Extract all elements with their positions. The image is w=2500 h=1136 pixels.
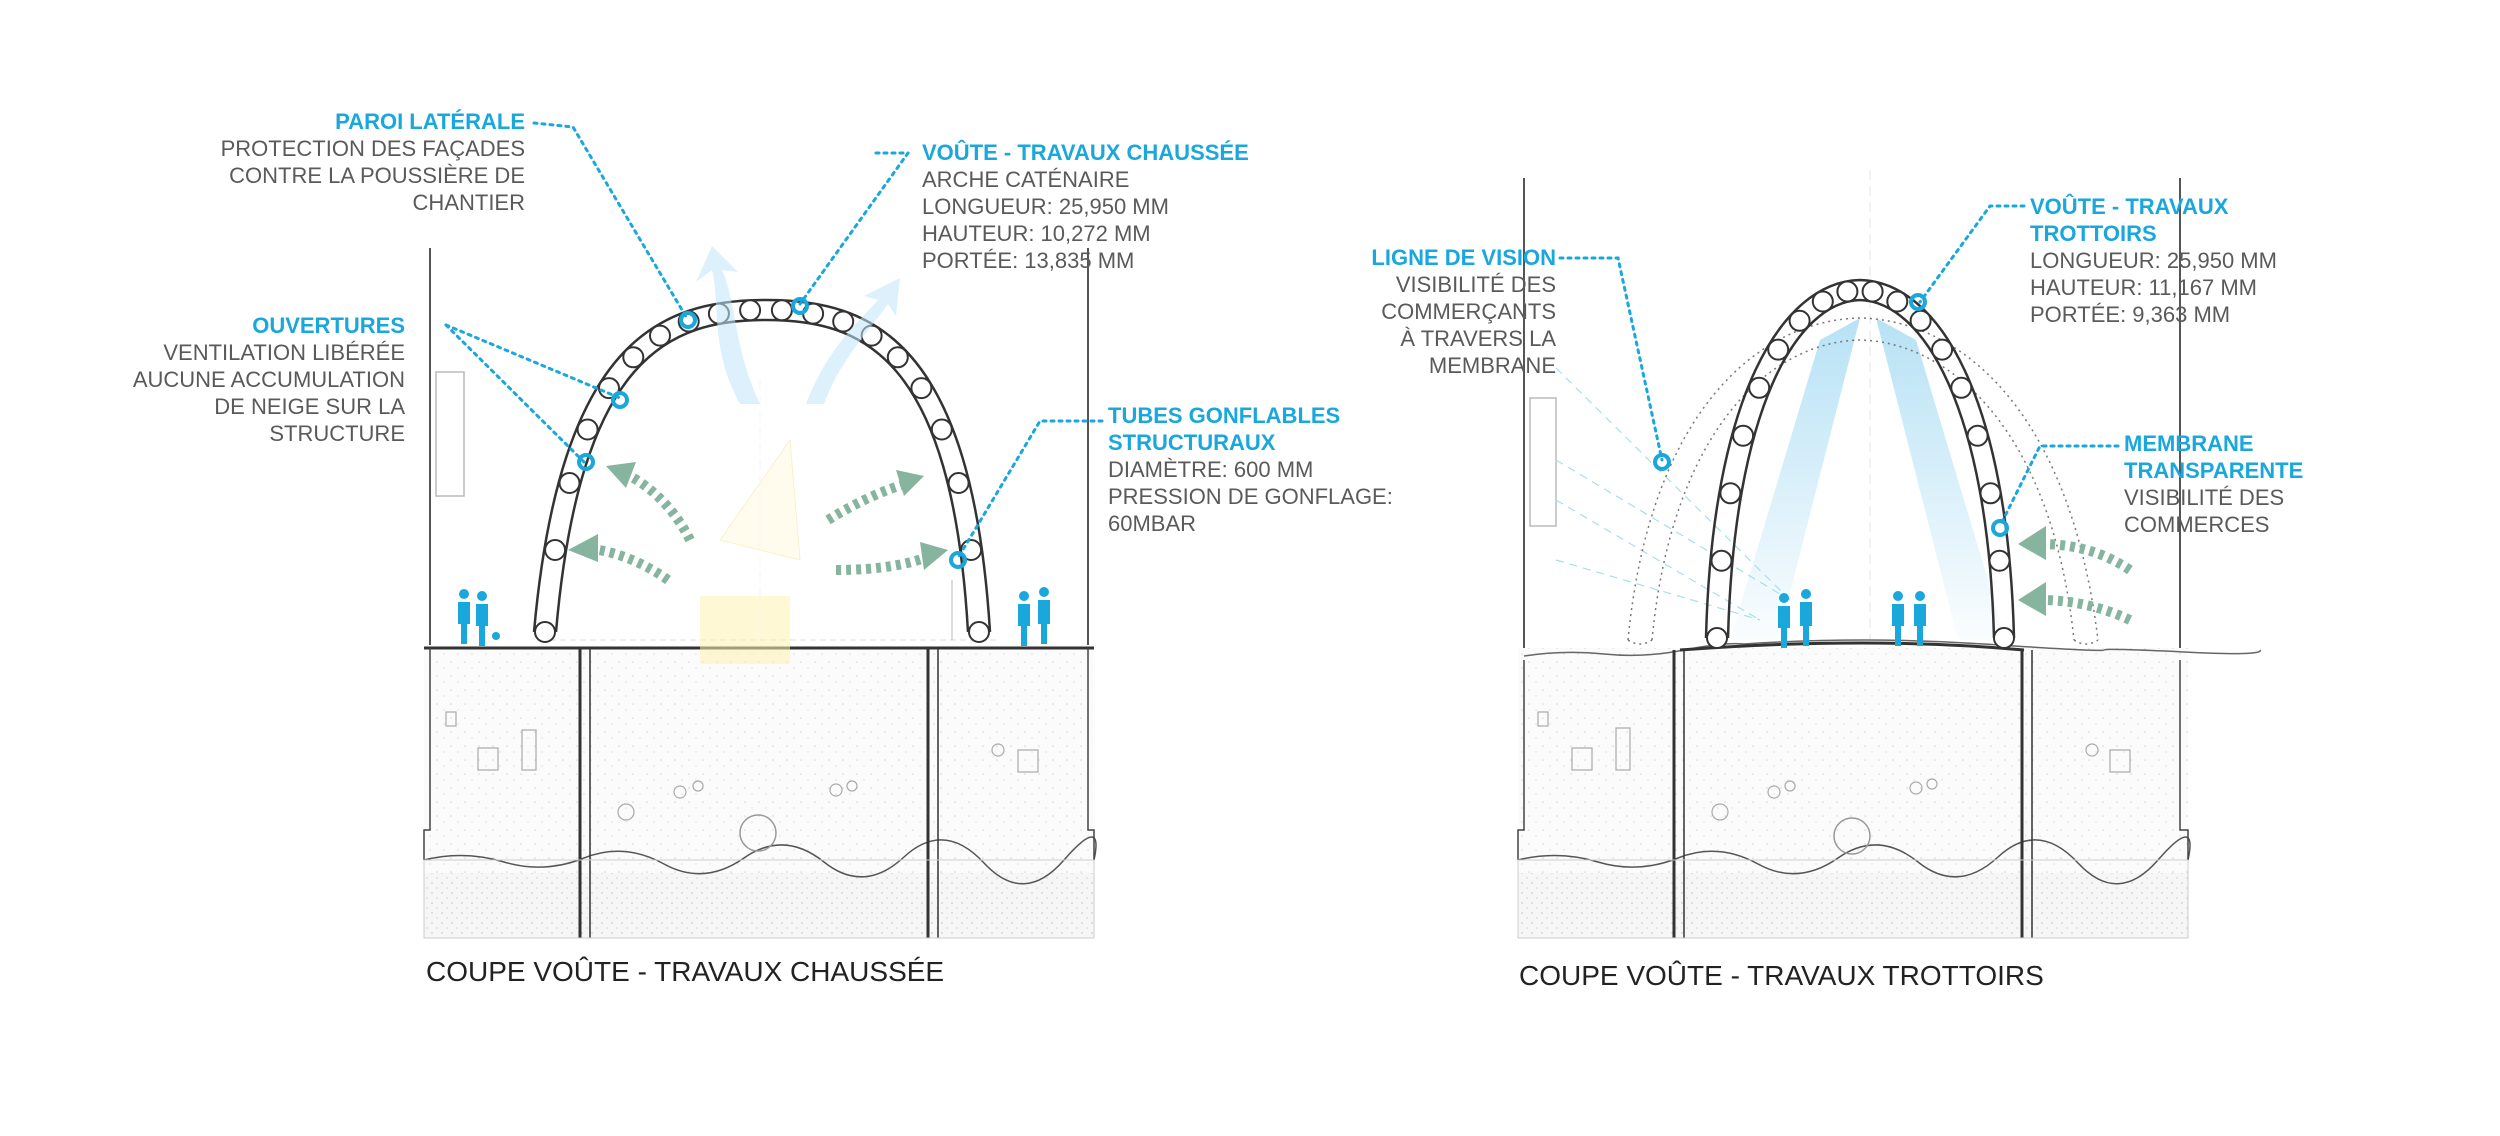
inflatable-tube bbox=[1861, 280, 1884, 303]
label-line: HAUTEUR: 10,272 MM bbox=[922, 221, 1151, 246]
inflatable-tube bbox=[576, 418, 599, 441]
inflatable-tube bbox=[1886, 290, 1909, 313]
left-facade-panel bbox=[435, 371, 465, 497]
inflatable-tube bbox=[544, 539, 567, 561]
people-right bbox=[1778, 589, 1926, 648]
label-line: DE NEIGE SUR LA bbox=[214, 394, 405, 419]
inflatable-tube bbox=[558, 472, 581, 494]
label-voute-chaussee: VOÛTE - TRAVAUX CHAUSSÉE ARCHE CATÉNAIRE… bbox=[922, 139, 1342, 274]
inflatable-tube bbox=[534, 621, 556, 643]
inflatable-tube bbox=[1836, 280, 1859, 303]
label-line: STRUCTURE bbox=[269, 421, 405, 446]
left-section bbox=[423, 121, 1104, 939]
inflatable-tube bbox=[832, 310, 855, 333]
label-line: MEMBRANE bbox=[1428, 353, 1556, 378]
inflatable-tube bbox=[649, 324, 671, 347]
label-paroi-laterale: PAROI LATÉRALE PROTECTION DES FAÇADES CO… bbox=[130, 108, 525, 216]
green-arrow-heads bbox=[568, 462, 948, 570]
label-title: VOÛTE - TRAVAUX CHAUSSÉE bbox=[922, 140, 1249, 165]
vision-beams bbox=[1730, 170, 2006, 640]
label-title: TRANSPARENTE bbox=[2124, 458, 2304, 483]
label-line: LONGUEUR: 25,950 MM bbox=[922, 194, 1169, 219]
inflatable-tube bbox=[1706, 627, 1728, 649]
inflatable-tube bbox=[1931, 338, 1954, 361]
label-line: À TRAVERS LA bbox=[1400, 326, 1556, 351]
label-line: VENTILATION LIBÉRÉE bbox=[163, 340, 405, 365]
label-line: COMMERÇANTS bbox=[1381, 299, 1556, 324]
inflatable-tube bbox=[622, 346, 645, 369]
inflatable-tube bbox=[910, 377, 933, 400]
label-line: LONGUEUR: 25,950 MM bbox=[2030, 248, 2277, 273]
label-line: ARCHE CATÉNAIRE bbox=[922, 167, 1130, 192]
right-section bbox=[1517, 170, 2261, 939]
catenary-arch-left bbox=[532, 298, 992, 643]
label-title: TUBES GONFLABLES bbox=[1108, 403, 1341, 428]
inflatable-tube bbox=[947, 472, 970, 494]
inflatable-tube bbox=[770, 299, 793, 322]
label-title: LIGNE DE VISION bbox=[1371, 245, 1556, 270]
label-title: MEMBRANE bbox=[2124, 431, 2254, 456]
inflatable-tube bbox=[739, 299, 762, 322]
inflatable-tube bbox=[1988, 549, 2011, 572]
inflatable-tube bbox=[968, 621, 990, 643]
leader-markers-right bbox=[1653, 293, 2009, 537]
inflatable-tube bbox=[1950, 376, 1973, 399]
label-title: STRUCTURAUX bbox=[1108, 430, 1276, 455]
inflatable-tube bbox=[1767, 338, 1790, 361]
label-line: VISIBILITÉ DES bbox=[2124, 485, 2285, 510]
label-title: PAROI LATÉRALE bbox=[335, 109, 525, 134]
inflatable-tube bbox=[960, 539, 983, 561]
left-facade-panel-right bbox=[1529, 397, 1557, 527]
inflatable-tube bbox=[1966, 424, 1989, 447]
label-line: PORTÉE: 9,363 MM bbox=[2030, 302, 2231, 327]
green-airflow-arrows-right bbox=[2039, 539, 2133, 625]
caption-left: COUPE VOÛTE - TRAVAUX CHAUSSÉE bbox=[426, 956, 945, 987]
people-left bbox=[458, 587, 1050, 646]
inflatable-tube bbox=[1710, 549, 1733, 572]
label-line: AUCUNE ACCUMULATION bbox=[132, 367, 405, 392]
label-tubes-gonflables: TUBES GONFLABLES STRUCTURAUX DIAMÈTRE: 6… bbox=[1108, 402, 1488, 537]
sightlines bbox=[1555, 367, 1791, 621]
leader-lines-right bbox=[1558, 204, 2120, 528]
label-title: OUVERTURES bbox=[252, 313, 405, 338]
inflatable-tube bbox=[1811, 290, 1834, 313]
label-title: VOÛTE - TRAVAUX bbox=[2030, 194, 2229, 219]
inflatable-tube bbox=[1719, 482, 1742, 505]
inflatable-tube bbox=[1909, 309, 1932, 332]
label-line: PRESSION DE GONFLAGE: bbox=[1108, 484, 1393, 509]
label-ouvertures: OUVERTURES VENTILATION LIBÉRÉE AUCUNE AC… bbox=[60, 312, 405, 447]
inflatable-tube bbox=[1993, 627, 2015, 649]
catenary-arch-right bbox=[1704, 278, 2016, 649]
label-line: CHANTIER bbox=[412, 190, 525, 215]
air-flow-arrows bbox=[696, 246, 900, 404]
green-arrow-heads-right bbox=[2018, 526, 2046, 616]
inflatable-tube bbox=[1979, 482, 2002, 505]
label-line: DIAMÈTRE: 600 MM bbox=[1108, 457, 1314, 482]
inflatable-tube bbox=[886, 346, 909, 369]
inflatable-tube bbox=[598, 377, 620, 400]
label-line: PORTÉE: 13,835 MM bbox=[922, 248, 1135, 273]
inflatable-tube bbox=[1732, 424, 1755, 447]
label-line: CONTRE LA POUSSIÈRE DE bbox=[229, 163, 525, 188]
label-line: PROTECTION DES FAÇADES bbox=[220, 136, 525, 161]
label-line: VISIBILITÉ DES bbox=[1395, 272, 1556, 297]
vehicle-silhouette bbox=[700, 380, 801, 664]
label-line: COMMERCES bbox=[2124, 512, 2270, 537]
ground-section-right bbox=[1517, 639, 2261, 939]
label-voute-trottoirs: VOÛTE - TRAVAUX TROTTOIRS LONGUEUR: 25,9… bbox=[2030, 193, 2370, 328]
caption-right: COUPE VOÛTE - TRAVAUX TROTTOIRS bbox=[1519, 960, 2044, 991]
label-line: HAUTEUR: 11,167 MM bbox=[2030, 275, 2257, 300]
label-ligne-de-vision: LIGNE DE VISION VISIBILITÉ DES COMMERÇAN… bbox=[1250, 244, 1556, 379]
leader-lines-left bbox=[444, 121, 1104, 560]
inflatable-tube bbox=[1788, 309, 1811, 332]
leader-markers-left bbox=[577, 297, 967, 569]
label-title: TROTTOIRS bbox=[2030, 221, 2157, 246]
label-membrane-transparente: MEMBRANE TRANSPARENTE VISIBILITÉ DES COM… bbox=[2124, 430, 2424, 538]
inflatable-tube bbox=[1748, 376, 1771, 399]
inflatable-tube bbox=[930, 418, 953, 441]
ground-section bbox=[423, 645, 1097, 939]
label-line: 60MBAR bbox=[1108, 511, 1197, 536]
ghost-arch bbox=[1627, 317, 2099, 645]
